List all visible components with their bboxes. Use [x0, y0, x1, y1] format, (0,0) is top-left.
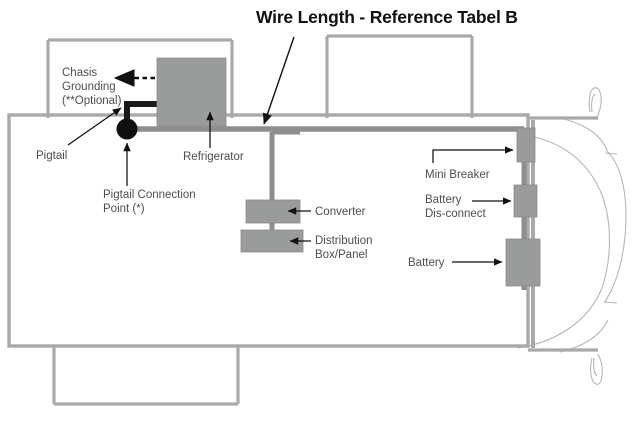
roof-box-left	[46, 38, 234, 118]
label-chasis-grounding-line2: Grounding	[62, 81, 116, 93]
bottom-compartment-box	[52, 346, 240, 406]
vehicle-detail-1	[604, 152, 618, 155]
label-pigtail: Pigtail	[36, 150, 67, 162]
pigtail-connection-point-dot	[116, 118, 138, 140]
label-converter: Converter	[315, 206, 366, 218]
vehicle-mirror-top	[588, 87, 602, 119]
label-pigtail-connection-line1: Pigtail Connection	[103, 189, 196, 201]
vehicle-mirror-bottom	[590, 353, 603, 385]
vehicle-outline-curve-2	[559, 319, 609, 353]
label-chasis-grounding-line1: Chasis	[62, 67, 97, 79]
leader-lines-group	[67, 36, 514, 266]
label-distribution-line1: Distribution	[315, 235, 373, 247]
trailer-outline-group	[7, 34, 598, 406]
components-group	[156, 57, 541, 287]
battery-disconnect-box	[513, 184, 538, 218]
label-distribution-line2: Box/Panel	[315, 249, 367, 261]
battery-box	[505, 238, 541, 287]
label-mini-breaker: Mini Breaker	[425, 169, 490, 181]
pigtail-leader-line	[67, 107, 122, 146]
vehicle-body-curve	[517, 133, 611, 349]
pigtail-group	[116, 101, 160, 140]
vehicle-mirror-top-detail	[591, 93, 596, 113]
label-chasis-grounding-line3: (**Optional)	[62, 95, 122, 107]
page-title: Wire Length - Reference Tabel B	[256, 7, 518, 27]
mini-breaker-box	[516, 127, 536, 163]
refrigerator-box	[156, 57, 227, 127]
label-battery-disconnect-line1: Battery	[425, 194, 462, 206]
label-battery: Battery	[408, 257, 445, 269]
vehicle-detail-2	[604, 301, 618, 304]
roof-box-center	[325, 34, 474, 118]
vehicle-outer-curve	[603, 149, 627, 304]
vehicle-mirror-bottom-detail	[593, 357, 598, 377]
label-pigtail-connection-line2: Point (*)	[103, 203, 145, 215]
label-refrigerator: Refrigerator	[183, 151, 244, 163]
title-leader-line	[262, 36, 295, 125]
label-battery-disconnect-line2: Dis-connect	[425, 208, 487, 220]
vehicle-outline-curve-1	[559, 117, 608, 151]
mini-breaker-leader-line	[432, 146, 514, 163]
